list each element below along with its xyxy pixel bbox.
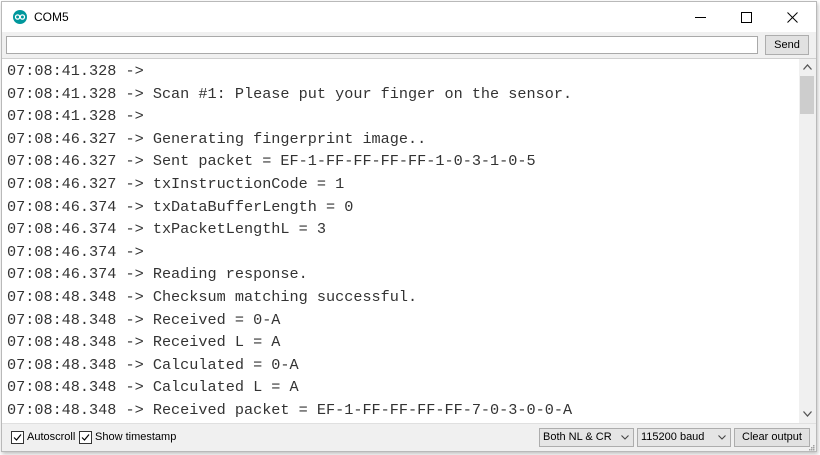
output-line: 07:08:46.327 -> Generating fingerprint i…: [7, 129, 427, 148]
output-line: 07:08:41.328 ->: [7, 107, 144, 126]
checkmark-icon: [13, 434, 22, 441]
autoscroll-checkbox[interactable]: Autoscroll: [11, 431, 77, 445]
chevron-up-icon: [803, 64, 812, 70]
output-line: 07:08:41.328 ->: [7, 62, 144, 80]
output-line: 07:08:46.374 -> txDataBufferLength = 0: [7, 197, 354, 216]
chevron-down-icon: [621, 435, 629, 440]
close-button[interactable]: [770, 2, 816, 32]
show-timestamp-label: Show timestamp: [95, 431, 177, 443]
resize-grip-icon[interactable]: [808, 444, 815, 451]
scroll-down-button[interactable]: [799, 406, 816, 423]
maximize-button[interactable]: [724, 2, 770, 32]
line-ending-value: Both NL & CR: [543, 431, 612, 443]
output-line: 07:08:46.374 -> Reading response.: [7, 265, 308, 284]
checkbox-box[interactable]: [11, 431, 24, 444]
minimize-button[interactable]: [678, 2, 724, 32]
output-line: 07:08:48.348 -> Received = 0-A: [7, 310, 281, 329]
output-line: 07:08:48.348 -> Received packet = EF-1-F…: [7, 401, 573, 419]
output-line: 07:08:48.348 -> Checksum matching succes…: [7, 288, 418, 306]
autoscroll-label: Autoscroll: [27, 431, 76, 443]
vertical-scrollbar[interactable]: [799, 58, 816, 423]
clear-output-button[interactable]: Clear output: [734, 428, 810, 447]
chevron-down-icon: [803, 411, 812, 417]
output-line: 07:08:46.374 ->: [7, 242, 144, 261]
close-icon: [787, 12, 798, 23]
status-bar: Autoscroll Show timestamp Both NL & CR 1…: [2, 423, 816, 451]
output-line: 07:08:46.374 -> txPacketLengthL = 3: [7, 220, 326, 239]
send-row: Send: [2, 33, 816, 57]
message-input[interactable]: [6, 36, 758, 54]
chevron-down-icon: [718, 435, 726, 440]
output-line: 07:08:41.328 -> Scan #1: Please put your…: [7, 84, 573, 103]
arduino-icon: [13, 10, 27, 24]
baud-rate-select[interactable]: 115200 baud: [637, 428, 731, 447]
scroll-thumb[interactable]: [800, 76, 814, 114]
output-line: 07:08:46.327 -> txInstructionCode = 1: [7, 175, 345, 193]
title-bar[interactable]: COM5: [2, 2, 816, 32]
output-line: 07:08:46.327 -> Sent packet = EF-1-FF-FF…: [7, 152, 536, 171]
scroll-up-button[interactable]: [799, 59, 816, 76]
baud-rate-value: 115200 baud: [641, 431, 705, 443]
output-line: 07:08:48.348 -> Calculated = 0-A: [7, 355, 299, 374]
show-timestamp-checkbox[interactable]: Show timestamp: [79, 431, 179, 445]
window-title: COM5: [34, 10, 69, 24]
serial-output[interactable]: 07:08:41.328 -> 07:08:41.328 -> Scan #1: …: [2, 58, 799, 423]
minimize-icon: [695, 17, 706, 18]
checkmark-icon: [81, 434, 90, 441]
maximize-icon: [741, 12, 752, 23]
checkbox-box[interactable]: [79, 431, 92, 444]
send-button[interactable]: Send: [765, 35, 809, 55]
output-line: 07:08:48.348 -> Calculated L = A: [7, 378, 299, 397]
output-line: 07:08:48.348 -> Received L = A: [7, 333, 281, 352]
line-ending-select[interactable]: Both NL & CR: [539, 428, 634, 447]
